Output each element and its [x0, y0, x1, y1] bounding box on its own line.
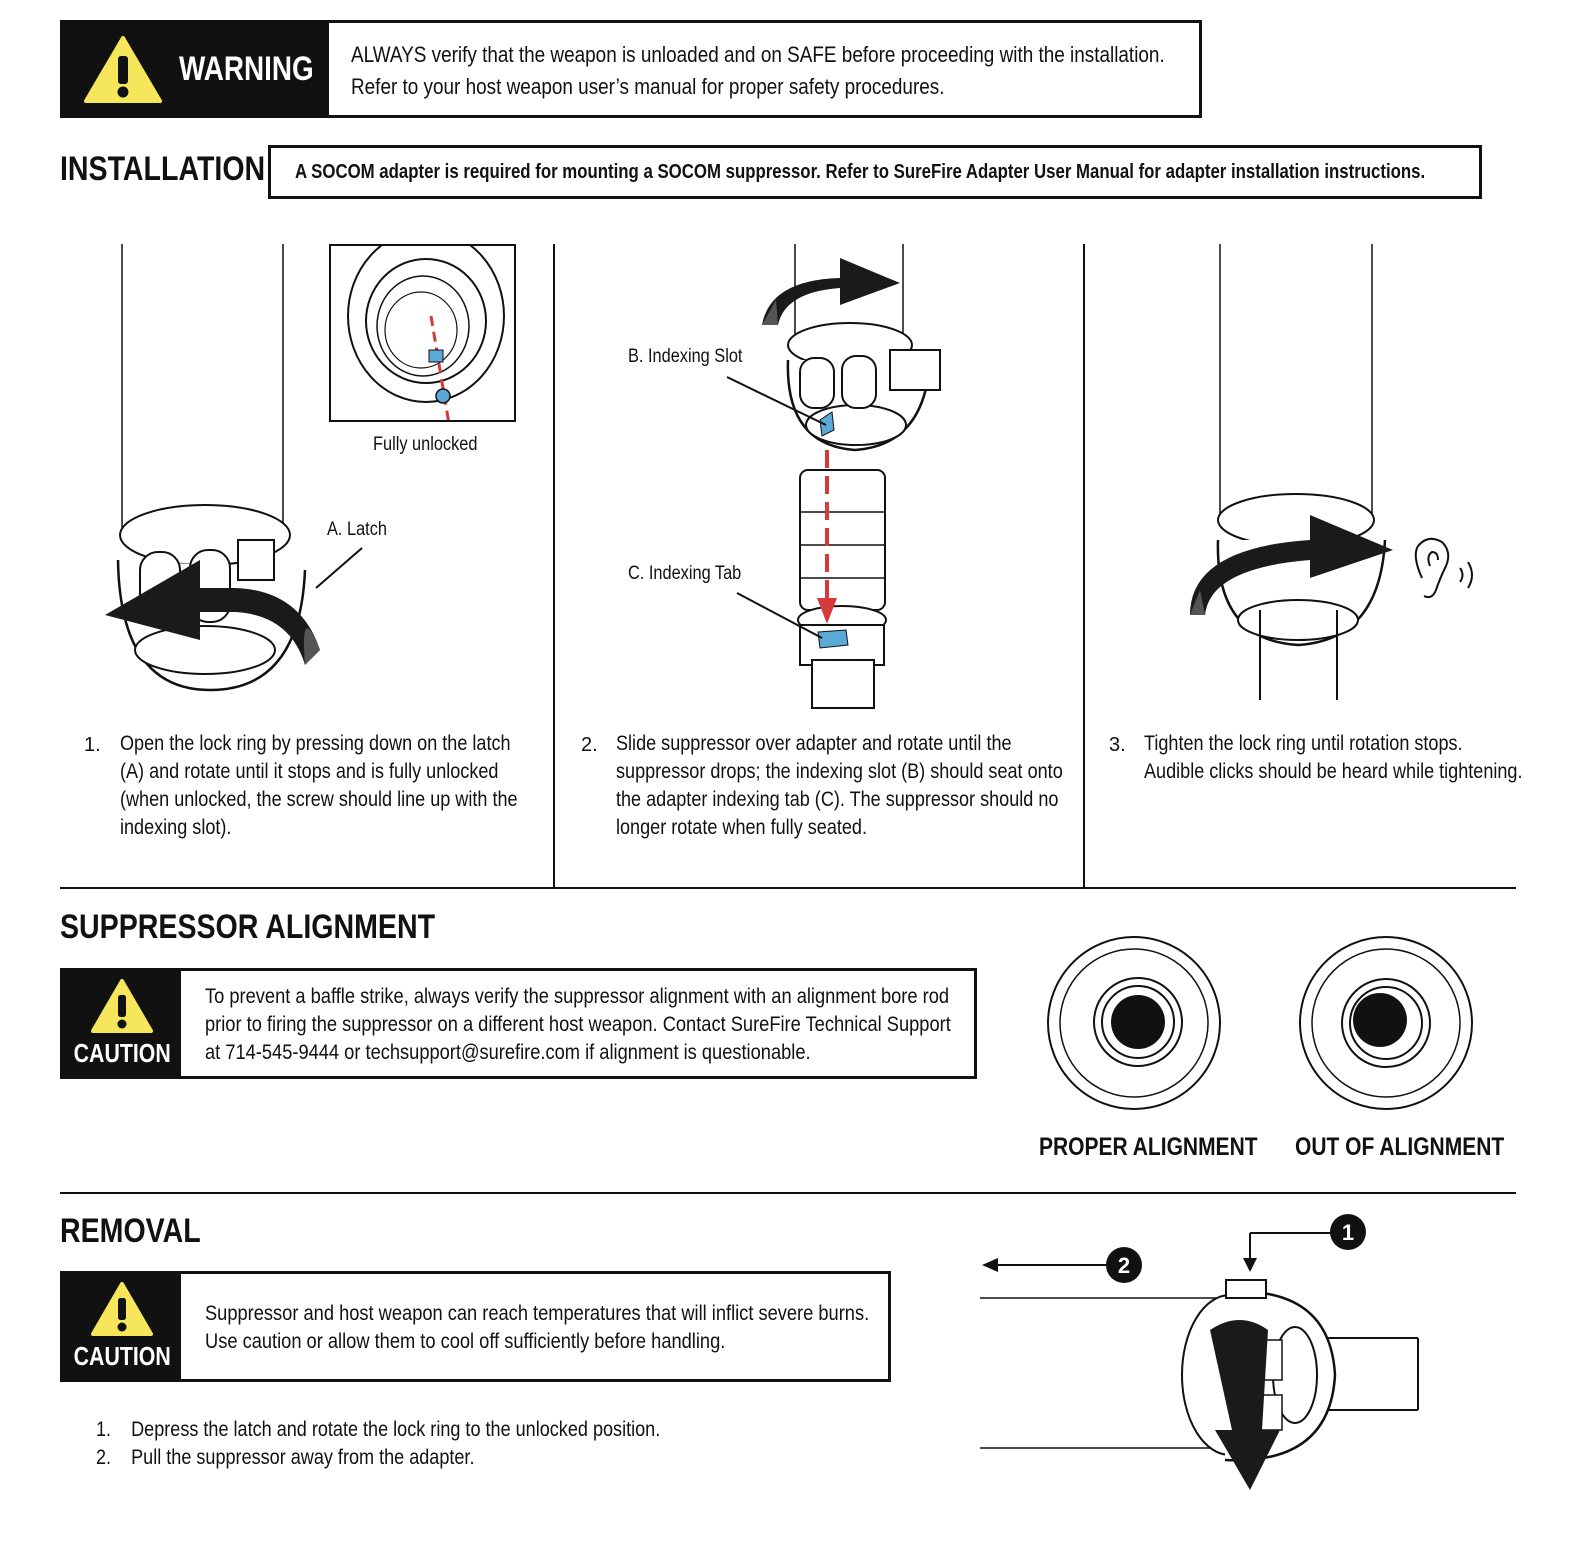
alignment-caution-box: CAUTION To prevent a baffle strike, alwa…	[60, 968, 977, 1079]
removal-caution-box: CAUTION Suppressor and host weapon can r…	[60, 1271, 891, 1382]
step-number: 2.	[581, 734, 598, 756]
latch-leader-line	[315, 547, 363, 589]
indexing-tab-label: C. Indexing Tab	[628, 563, 742, 584]
list-item: 2. Pull the suppressor away from the ada…	[96, 1446, 475, 1469]
alignment-caution-text: To prevent a baffle strike, always verif…	[205, 985, 952, 1064]
removal-title: REMOVAL	[60, 1212, 201, 1250]
caution-badge: CAUTION	[63, 1274, 182, 1379]
column-divider	[553, 244, 555, 888]
lock-ring-detail-icon	[347, 246, 505, 420]
step-3-text: Tighten the lock ring until rotation sto…	[1144, 732, 1523, 783]
section-divider	[60, 1192, 1516, 1194]
step3-illustration	[1190, 244, 1473, 700]
caution-badge: CAUTION	[63, 971, 182, 1076]
step-1-text: Open the lock ring by pressing down on t…	[120, 732, 518, 839]
marker-1: 1	[1342, 1220, 1354, 1245]
step1-illustration	[105, 244, 320, 692]
caution-triangle-icon	[91, 1282, 154, 1336]
fully-unlocked-inset	[329, 244, 516, 422]
caution-label: CAUTION	[73, 1341, 171, 1371]
alignment-title: SUPPRESSOR ALIGNMENT	[60, 908, 436, 946]
list-item: 1. Depress the latch and rotate the lock…	[96, 1418, 661, 1441]
step-2-text: Slide suppressor over adapter and rotate…	[616, 732, 1063, 839]
adapter-note-box: A SOCOM adapter is required for mounting…	[268, 145, 1482, 199]
indexing-slot-label: B. Indexing Slot	[628, 346, 743, 367]
fully-unlocked-label: Fully unlocked	[373, 434, 478, 455]
warning-message: ALWAYS verify that the weapon is unloade…	[351, 42, 1165, 99]
warning-box: WARNING ALWAYS verify that the weapon is…	[60, 20, 1202, 118]
removal-steps: 1. Depress the latch and rotate the lock…	[96, 1416, 752, 1472]
warning-triangle-icon	[84, 36, 162, 103]
latch-label: A. Latch	[327, 519, 387, 540]
marker-2: 2	[1118, 1253, 1130, 1278]
warning-badge: WARNING	[63, 23, 329, 115]
ear-sound-icon	[1414, 537, 1473, 599]
warning-label: WARNING	[179, 49, 314, 88]
installation-title: INSTALLATION	[60, 150, 266, 188]
column-divider	[1083, 244, 1085, 888]
out-of-alignment-label: OUT OF ALIGNMENT	[1295, 1133, 1505, 1161]
caution-label: CAUTION	[73, 1038, 171, 1068]
adapter-note: A SOCOM adapter is required for mounting…	[295, 160, 1426, 183]
step-number: 1.	[84, 734, 101, 756]
step-number: 3.	[1109, 734, 1126, 756]
caution-triangle-icon	[91, 979, 154, 1033]
proper-alignment-icon	[1047, 936, 1221, 1110]
out-of-alignment-icon	[1299, 936, 1473, 1110]
removal-caution-text: Suppressor and host weapon can reach tem…	[205, 1302, 870, 1353]
section-divider	[60, 887, 1516, 889]
proper-alignment-label: PROPER ALIGNMENT	[1039, 1133, 1258, 1161]
step2-illustration	[726, 244, 941, 709]
